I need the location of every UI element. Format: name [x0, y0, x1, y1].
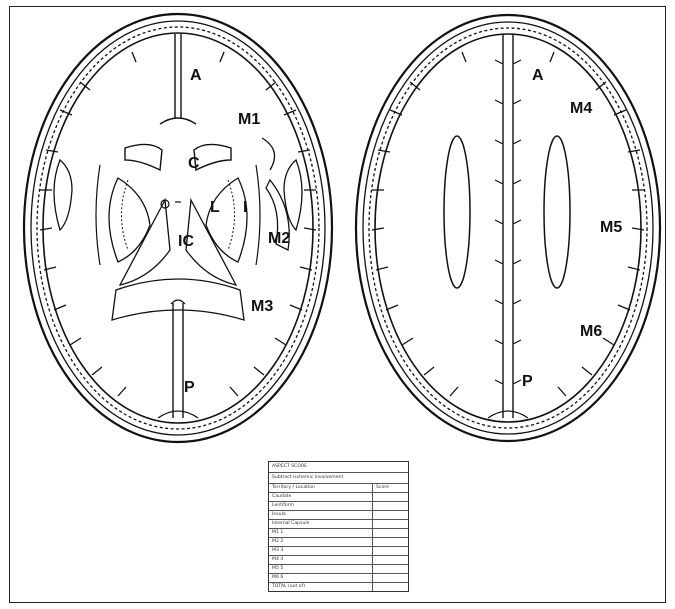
table-row: M4 4 [269, 556, 408, 565]
label-A-right: A [532, 67, 544, 84]
table-title: ASPECT SCORE [269, 462, 408, 473]
table-row: Internal Capsule [269, 520, 408, 529]
label-P-right: P [522, 373, 533, 390]
row-score [373, 556, 408, 564]
label-I: I [243, 199, 247, 216]
table-row: M2 2 [269, 538, 408, 547]
table-row: Lentiform [269, 502, 408, 511]
row-score [373, 565, 408, 573]
row-region: Caudate [269, 493, 373, 501]
row-score [373, 529, 408, 537]
row-region: TOTAL (out of) [269, 583, 373, 591]
header-region: Territory / Location [269, 484, 373, 492]
left-slice-labels: A M1 C L I IC M2 M3 P [178, 67, 290, 396]
header-score: Score [373, 484, 408, 492]
row-score [373, 520, 408, 528]
row-region: M3 3 [269, 547, 373, 555]
table-row: M6 6 [269, 574, 408, 583]
row-region: M4 4 [269, 556, 373, 564]
table-header-row: Territory / Location Score [269, 484, 408, 493]
label-M3: M3 [251, 298, 273, 315]
row-region: Insula [269, 511, 373, 519]
table-row: Caudate [269, 493, 408, 502]
aspect-score-table: ASPECT SCORE Subtract ischemic involveme… [268, 461, 409, 592]
row-score [373, 583, 408, 591]
table-row: TOTAL (out of) [269, 583, 408, 591]
label-A-left: A [190, 67, 202, 84]
label-IC: IC [178, 233, 194, 250]
label-M2: M2 [268, 230, 290, 247]
label-M5: M5 [600, 219, 622, 236]
label-M6: M6 [580, 323, 602, 340]
left-axial-slice [24, 14, 332, 442]
row-region: Internal Capsule [269, 520, 373, 528]
row-region: M1 1 [269, 529, 373, 537]
table-row: M1 1 [269, 529, 408, 538]
row-score [373, 493, 408, 501]
row-score [373, 502, 408, 510]
table-subtitle: Subtract ischemic involvement [269, 473, 408, 484]
row-score [373, 538, 408, 546]
row-score [373, 574, 408, 582]
label-M1: M1 [238, 111, 260, 128]
row-region: M5 5 [269, 565, 373, 573]
label-M4: M4 [570, 100, 592, 117]
table-row: M3 3 [269, 547, 408, 556]
label-L: L [210, 199, 220, 216]
table-row: Insula [269, 511, 408, 520]
right-slice-labels: A M4 M5 M6 P [522, 67, 622, 390]
label-P-left: P [184, 379, 195, 396]
row-score [373, 547, 408, 555]
row-score [373, 511, 408, 519]
row-region: M2 2 [269, 538, 373, 546]
label-C: C [188, 155, 200, 172]
table-row: M5 5 [269, 565, 408, 574]
row-region: Lentiform [269, 502, 373, 510]
row-region: M6 6 [269, 574, 373, 582]
